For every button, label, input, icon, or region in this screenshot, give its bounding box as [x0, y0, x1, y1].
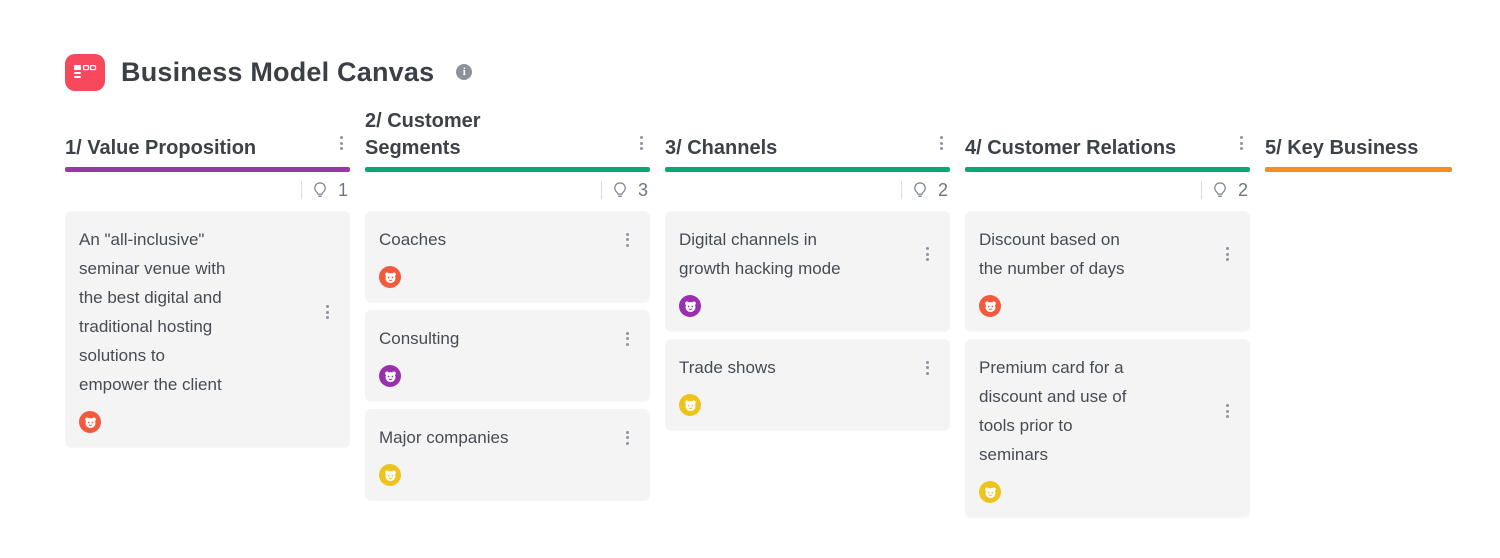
- card-menu-icon[interactable]: [318, 301, 336, 323]
- card-menu-icon[interactable]: [1218, 400, 1236, 422]
- card[interactable]: Discount based on the number of days: [965, 211, 1250, 331]
- column-value-proposition: 1/ Value Proposition 1 An "all-inclusive…: [65, 108, 350, 517]
- card-menu-icon[interactable]: [1218, 243, 1236, 265]
- animal-avatar-icon: [79, 411, 101, 433]
- page-title: Business Model Canvas: [121, 56, 435, 87]
- idea-counter: 2: [965, 178, 1248, 202]
- animal-avatar-icon: [979, 481, 1001, 503]
- column-header: 2/ Customer Segments: [365, 108, 650, 162]
- card-text: Major companies: [379, 428, 509, 447]
- column-customer-relations: 4/ Customer Relations 2 Discount based o…: [965, 108, 1250, 517]
- card-list: An "all-inclusive" seminar venue with th…: [65, 211, 350, 447]
- card-menu-icon[interactable]: [618, 427, 636, 449]
- column-key-business: 5/ Key Business: [1265, 108, 1452, 517]
- lightbulb-icon: [614, 182, 626, 197]
- card-text: Premium card for a discount and use of t…: [979, 358, 1127, 464]
- column-header: 1/ Value Proposition: [65, 108, 350, 162]
- card-menu-icon[interactable]: [618, 328, 636, 350]
- idea-counter: 3: [365, 178, 648, 202]
- card-text: Coaches: [379, 230, 447, 249]
- card-text: Consulting: [379, 329, 460, 348]
- column-title: 3/ Channels: [665, 137, 778, 159]
- idea-count: 2: [937, 179, 948, 200]
- card-menu-icon[interactable]: [618, 229, 636, 251]
- idea-count: 3: [637, 179, 648, 200]
- card[interactable]: Premium card for a discount and use of t…: [965, 339, 1250, 517]
- app-logo-icon: [65, 53, 105, 91]
- column-accent-bar: [665, 167, 950, 172]
- card-text: An "all-inclusive" seminar venue with th…: [79, 230, 226, 394]
- column-title: 2/ Customer Segments: [365, 110, 481, 159]
- card-list: Digital channels in growth hacking mode: [665, 211, 950, 430]
- column-channels: 3/ Channels 2 Digital channels in growth…: [665, 108, 950, 517]
- card-list: Coaches Consulting: [365, 211, 650, 500]
- column-accent-bar: [365, 167, 650, 172]
- divider: [1200, 181, 1202, 199]
- card-menu-icon[interactable]: [918, 357, 936, 379]
- idea-count: 2: [1237, 179, 1248, 200]
- card-text: Trade shows: [679, 358, 776, 377]
- column-title: 1/ Value Proposition: [65, 137, 257, 159]
- card-text: Digital channels in growth hacking mode: [679, 230, 841, 278]
- column-header: 3/ Channels: [665, 108, 950, 162]
- lightbulb-icon: [914, 182, 926, 197]
- card-menu-icon[interactable]: [918, 243, 936, 265]
- animal-avatar-icon: [379, 365, 401, 387]
- column-title: 5/ Key Business: [1265, 137, 1419, 159]
- lightbulb-icon: [1214, 182, 1226, 197]
- idea-counter: 1: [65, 178, 348, 202]
- animal-avatar-icon: [379, 266, 401, 288]
- divider: [900, 181, 902, 199]
- info-icon[interactable]: [456, 64, 473, 80]
- column-accent-bar: [65, 167, 350, 172]
- column-accent-bar: [965, 167, 1250, 172]
- animal-avatar-icon: [679, 295, 701, 317]
- page-header: Business Model Canvas: [65, 52, 1500, 92]
- board-grid-glyph: [74, 64, 97, 78]
- animal-avatar-icon: [379, 464, 401, 486]
- card-text: Discount based on the number of days: [979, 230, 1125, 278]
- column-accent-bar: [1265, 167, 1452, 172]
- card-list: Discount based on the number of days: [965, 211, 1250, 517]
- animal-avatar-icon: [979, 295, 1001, 317]
- column-menu-icon[interactable]: [332, 132, 350, 154]
- column-customer-segments: 2/ Customer Segments 3 Coaches: [365, 108, 650, 517]
- animal-avatar-icon: [679, 394, 701, 416]
- column-title: 4/ Customer Relations: [965, 137, 1177, 159]
- lightbulb-icon: [314, 182, 326, 197]
- idea-count: 1: [337, 179, 348, 200]
- card[interactable]: Coaches: [365, 211, 650, 302]
- divider: [600, 181, 602, 199]
- column-header: 4/ Customer Relations: [965, 108, 1250, 162]
- canvas-board: 1/ Value Proposition 1 An "all-inclusive…: [65, 108, 1500, 517]
- card[interactable]: Major companies: [365, 409, 650, 500]
- card[interactable]: An "all-inclusive" seminar venue with th…: [65, 211, 350, 447]
- card[interactable]: Consulting: [365, 310, 650, 401]
- column-menu-icon[interactable]: [632, 132, 650, 154]
- card[interactable]: Trade shows: [665, 339, 950, 430]
- divider: [300, 181, 302, 199]
- column-menu-icon[interactable]: [1232, 132, 1250, 154]
- column-menu-icon[interactable]: [932, 132, 950, 154]
- idea-counter: 2: [665, 178, 948, 202]
- column-header: 5/ Key Business: [1265, 108, 1452, 162]
- card[interactable]: Digital channels in growth hacking mode: [665, 211, 950, 331]
